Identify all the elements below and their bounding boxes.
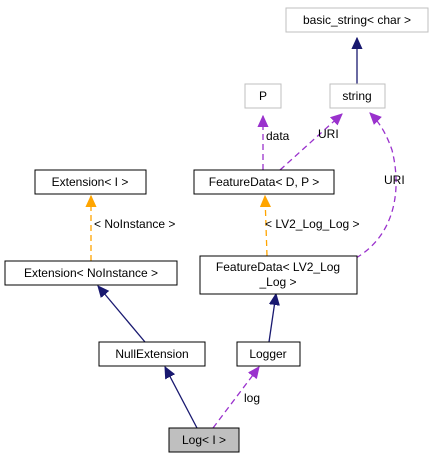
node-basic-string[interactable]: basic_string< char > <box>285 7 429 33</box>
node-p[interactable]: P <box>244 83 282 109</box>
edge-label-uri: URI <box>318 127 339 141</box>
edge-label-log: log <box>244 391 260 405</box>
node-nullextension-label: NullExtension <box>115 347 188 361</box>
node-string[interactable]: string <box>329 83 386 109</box>
node-logger[interactable]: Logger <box>236 341 301 367</box>
edge-logger-to-featuredata-lv2 <box>268 294 276 343</box>
node-log-i[interactable]: Log< I > <box>168 427 240 453</box>
edge-log-to-logger <box>212 367 259 429</box>
node-featuredata-dp[interactable]: FeatureData< D, P > <box>193 169 335 195</box>
edge-label-noinstance: < NoInstance > <box>94 217 175 231</box>
node-logger-label: Logger <box>249 347 286 361</box>
node-string-label: string <box>342 89 371 103</box>
node-extension-i-label: Extension< I > <box>52 175 129 189</box>
edge-label-lv2-log-log: < LV2_Log_Log > <box>265 217 360 231</box>
edge-label-uri: URI <box>384 173 405 187</box>
edge-featuredata-lv2-to-featuredata-dp <box>265 196 267 257</box>
edge-featuredata-lv2-to-string-uri <box>355 113 397 259</box>
node-log-i-label: Log< I > <box>182 433 226 447</box>
node-featuredata-dp-label: FeatureData< D, P > <box>209 175 320 189</box>
node-extension-noinstance[interactable]: Extension< NoInstance > <box>4 260 178 286</box>
edge-nullextension-to-extension-noinstance <box>98 286 146 343</box>
node-featuredata-lv2-label-line2: _Log > <box>258 275 296 289</box>
edge-label-data: data <box>266 129 290 143</box>
node-nullextension[interactable]: NullExtension <box>98 341 206 367</box>
node-extension-noinstance-label: Extension< NoInstance > <box>24 266 158 280</box>
edge-log-to-nullextension <box>164 367 198 429</box>
node-extension-i[interactable]: Extension< I > <box>34 169 147 195</box>
edge-featuredata-to-string-uri <box>279 114 342 171</box>
node-featuredata-lv2-label-line1: FeatureData< LV2_Log <box>216 260 340 274</box>
node-p-label: P <box>259 89 267 103</box>
node-basic-string-label: basic_string< char > <box>303 13 411 27</box>
node-featuredata-lv2[interactable]: FeatureData< LV2_Log _Log > <box>199 255 358 295</box>
